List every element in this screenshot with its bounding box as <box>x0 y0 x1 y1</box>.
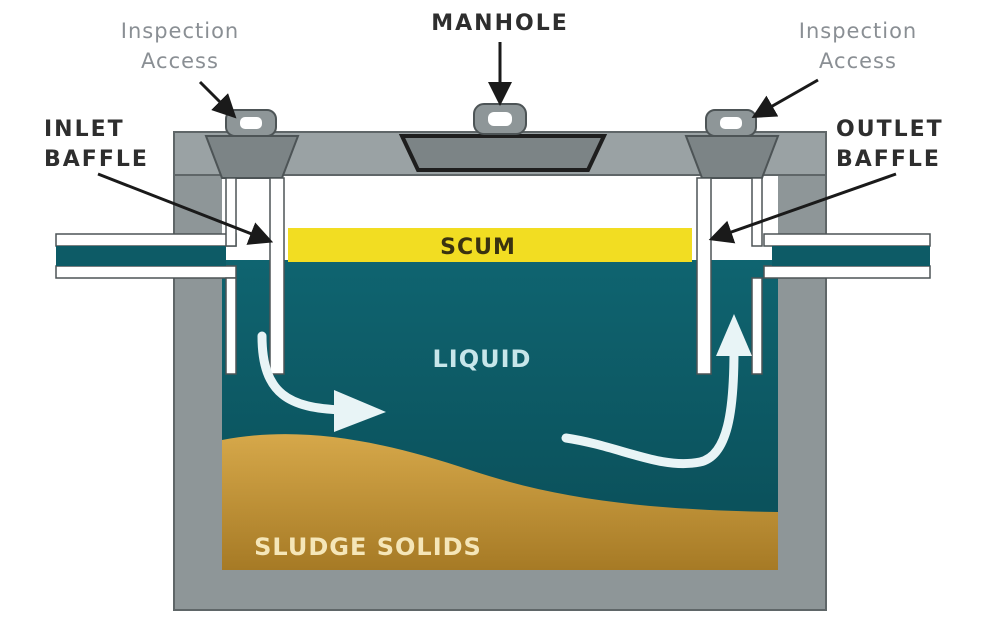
inlet-baffle <box>269 177 285 375</box>
sludge-label: SLUDGE SOLIDS <box>254 533 482 561</box>
inlet-baffle-pointer <box>97 172 274 245</box>
inspection-cap-right-hole <box>720 117 742 129</box>
liquid-label: LIQUID <box>433 345 532 373</box>
inspection-access-left-label-line1: Inspection <box>121 19 239 43</box>
scum-layer <box>288 228 692 262</box>
inspection-access-right-funnel <box>684 135 780 179</box>
inspection-access-right-label-line2: Access <box>819 49 897 73</box>
inspection-cap-left-hole <box>240 117 262 129</box>
inspection-access-right-label-line1: Inspection <box>799 19 917 43</box>
scum-label: SCUM <box>440 235 516 260</box>
manhole-cover <box>398 134 608 172</box>
inlet-baffle-label-line2: BAFFLE <box>44 147 149 172</box>
manhole-handle-hole <box>488 112 512 126</box>
outlet-baffle-label-line2: BAFFLE <box>836 147 941 172</box>
outlet-baffle-pointer <box>708 172 897 244</box>
outlet-pipe <box>751 177 931 375</box>
inspection-access-left-funnel <box>204 135 300 179</box>
outlet-baffle <box>696 177 712 375</box>
manhole-label: MANHOLE <box>431 11 569 36</box>
inlet-flow-arrow <box>257 331 386 432</box>
outlet-baffle-label-line1: OUTLET <box>836 117 944 142</box>
inspection-access-left-pointer <box>198 80 237 119</box>
inspection-access-right-pointer <box>751 78 819 118</box>
inlet-pipe <box>55 177 237 375</box>
outlet-flow-arrow <box>561 314 752 469</box>
inlet-baffle-label-line1: INLET <box>44 117 125 142</box>
inspection-access-left-label-line2: Access <box>141 49 219 73</box>
sludge-layer <box>222 434 778 570</box>
